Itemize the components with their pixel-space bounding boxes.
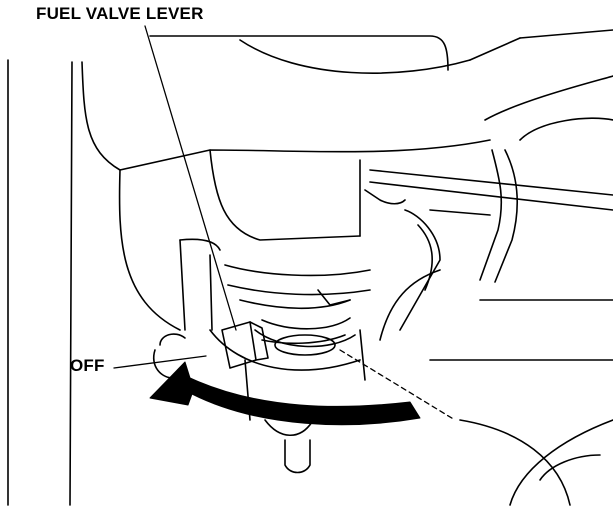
off-position-label: OFF bbox=[70, 356, 105, 375]
direction-arrow bbox=[149, 361, 421, 426]
governor-linkage bbox=[364, 117, 613, 506]
fuel-valve-body bbox=[153, 238, 371, 474]
lever-travel-guide bbox=[339, 349, 456, 421]
fuel-valve-lever bbox=[221, 321, 346, 369]
frame-left-edges bbox=[7, 59, 73, 506]
leader-lines bbox=[113, 25, 237, 369]
engine-housing bbox=[81, 29, 613, 331]
fuel-valve-lever-label: FUEL VALVE LEVER bbox=[36, 4, 204, 23]
